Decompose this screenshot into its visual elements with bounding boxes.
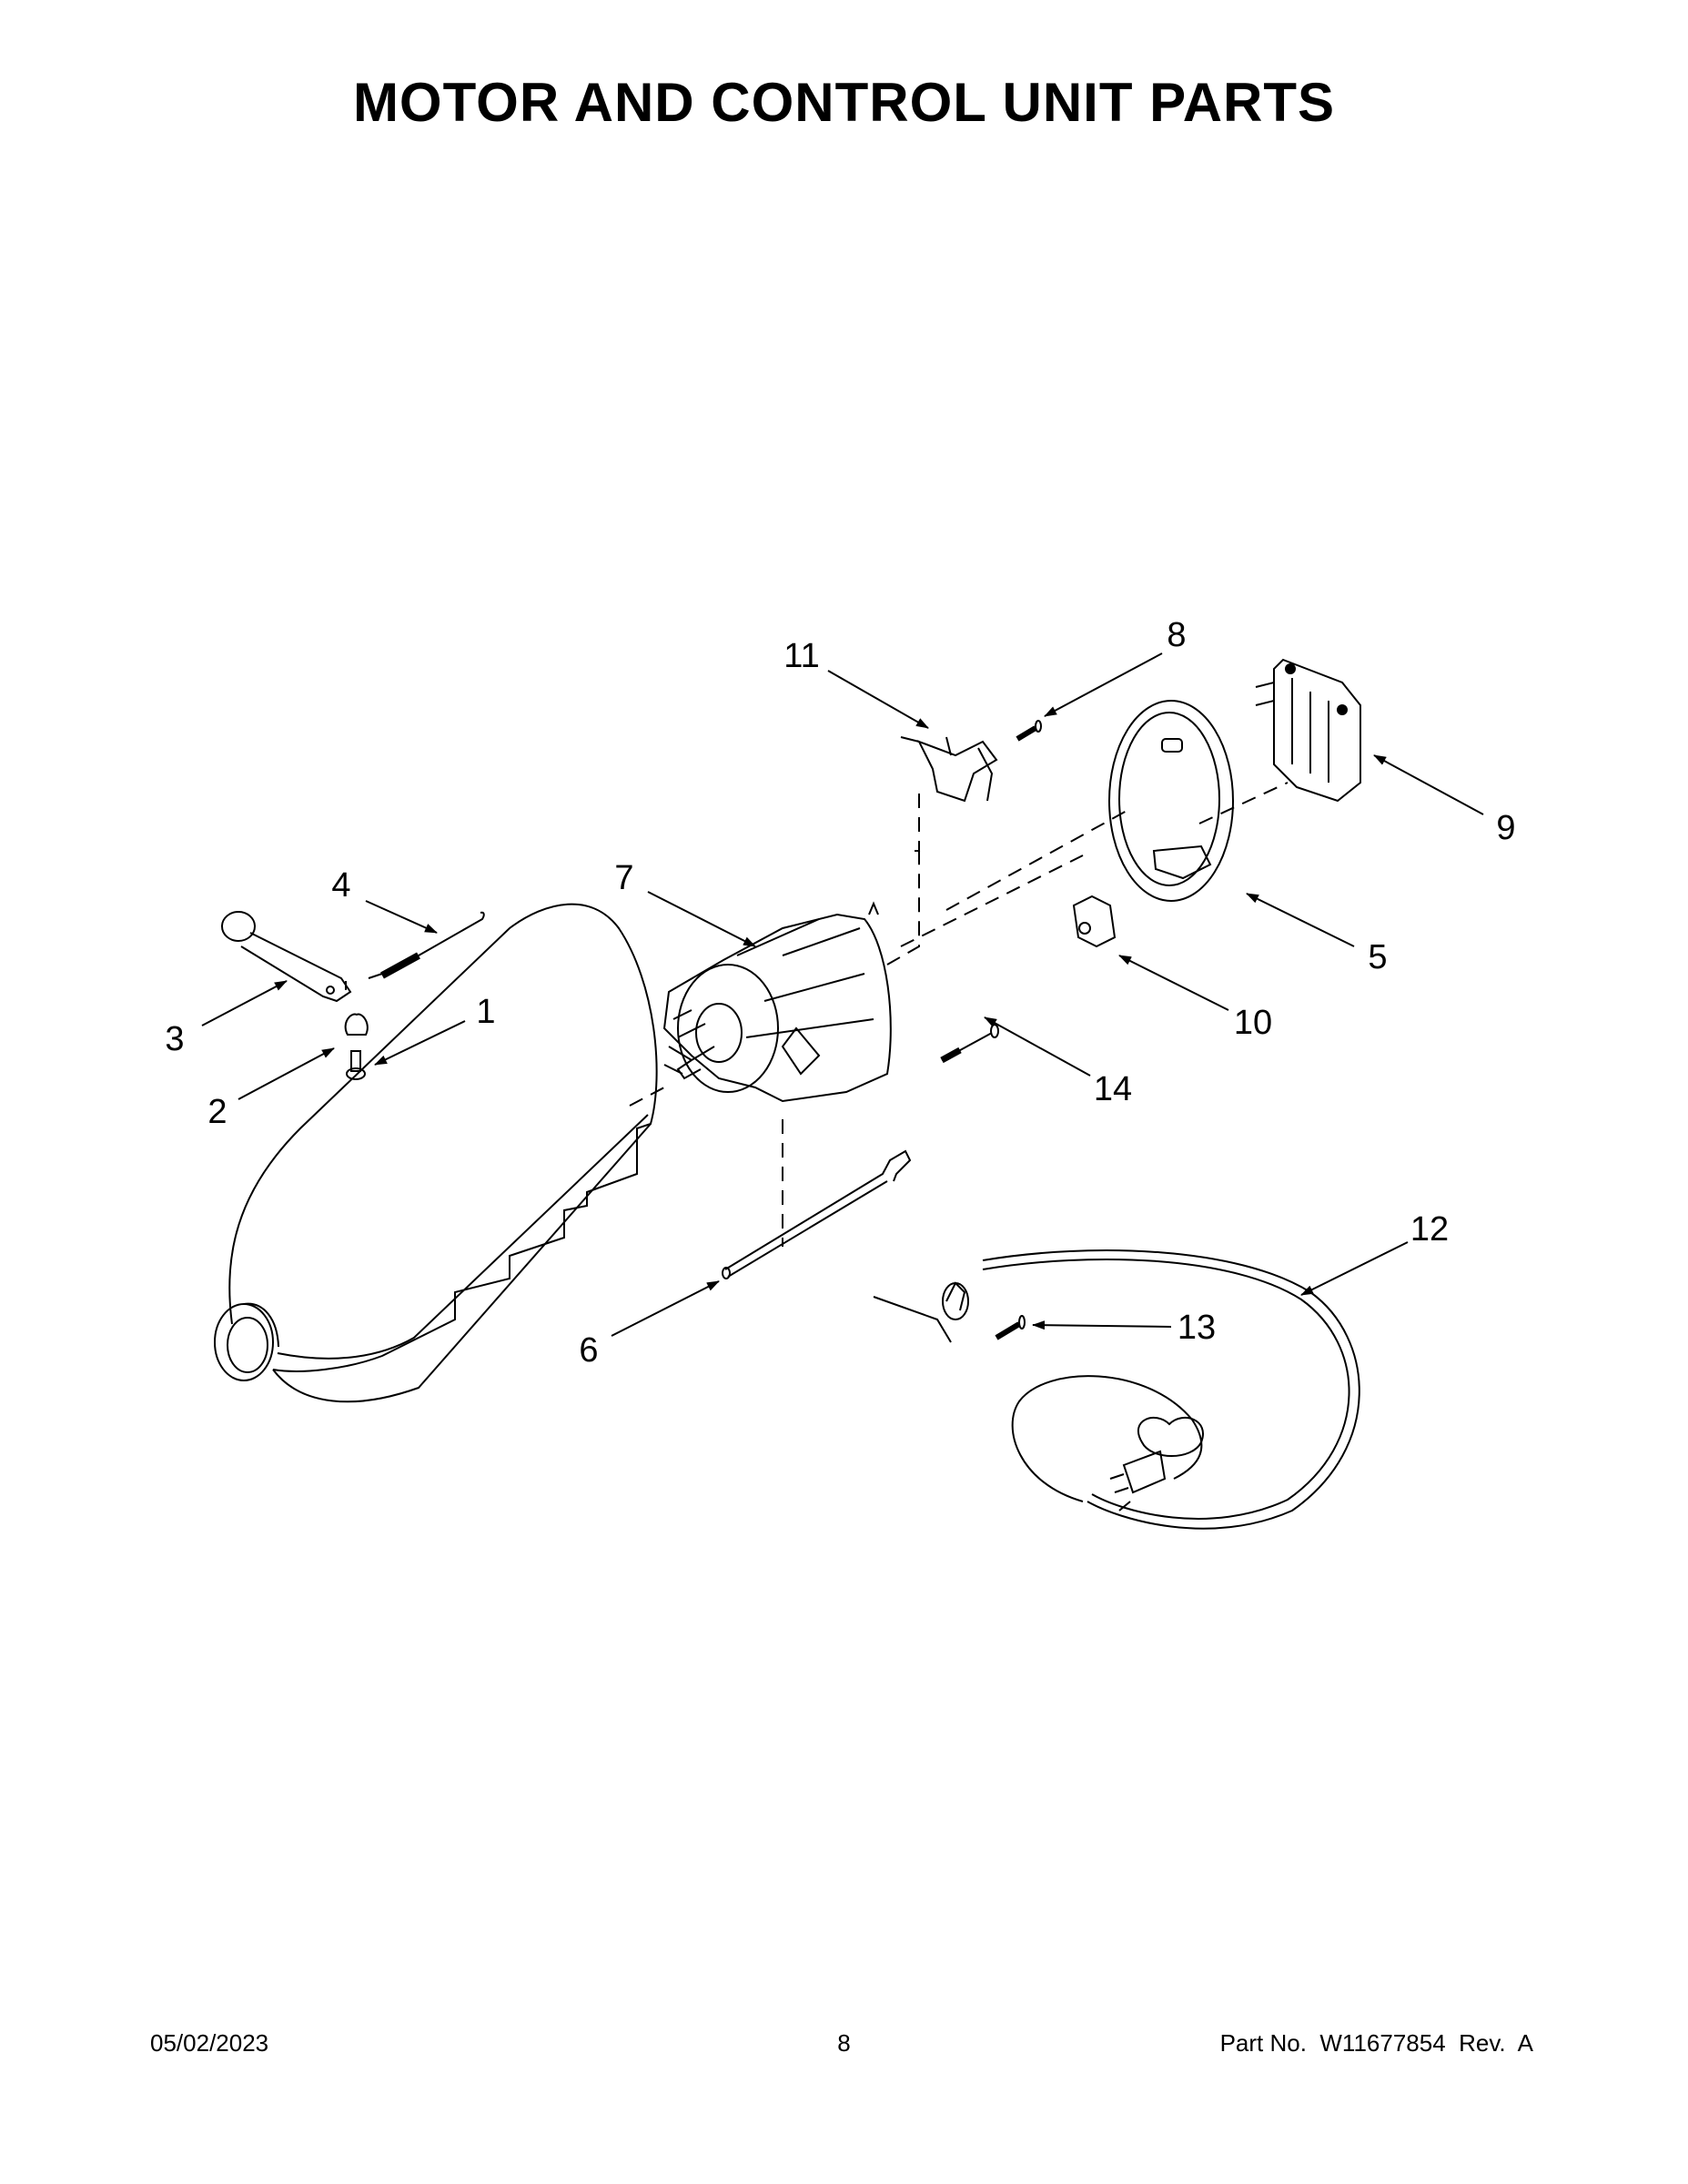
callout-4: 4 bbox=[331, 866, 351, 905]
callout-14: 14 bbox=[1093, 1070, 1133, 1108]
control-rod-drawing bbox=[722, 1149, 912, 1279]
footer-part-number: Part No. W11677854 Rev. A bbox=[1219, 2029, 1533, 2057]
footer-page-number: 8 bbox=[837, 2029, 851, 2057]
callout-7: 7 bbox=[614, 859, 634, 897]
screw-1-drawing bbox=[346, 1050, 366, 1080]
callout-9: 9 bbox=[1496, 809, 1516, 847]
callout-12: 12 bbox=[1410, 1210, 1450, 1249]
spring-drawing bbox=[368, 911, 485, 979]
callout-6: 6 bbox=[579, 1331, 599, 1370]
callout-3: 3 bbox=[165, 1020, 185, 1058]
assembly-lines bbox=[629, 782, 1289, 1247]
leader-arrows bbox=[201, 652, 1484, 1337]
screw-13-drawing bbox=[995, 1315, 1026, 1340]
callout-1: 1 bbox=[476, 993, 496, 1031]
callout-11: 11 bbox=[783, 637, 820, 675]
footer-date: 05/02/2023 bbox=[150, 2029, 269, 2057]
washer-drawing bbox=[344, 1013, 369, 1036]
long-screw-14-drawing bbox=[940, 1024, 999, 1064]
callout-5: 5 bbox=[1368, 938, 1388, 976]
callout-13: 13 bbox=[1177, 1309, 1217, 1347]
motor-drawing bbox=[662, 901, 892, 1103]
brush-holder-drawing bbox=[1072, 895, 1117, 948]
control-board-drawing bbox=[1255, 658, 1361, 803]
callout-10: 10 bbox=[1233, 1004, 1273, 1042]
page-title: MOTOR AND CONTROL UNIT PARTS bbox=[352, 72, 1336, 133]
callout-2: 2 bbox=[207, 1093, 227, 1131]
callout-8: 8 bbox=[1167, 616, 1187, 654]
wire-harness-bracket-drawing bbox=[900, 736, 998, 803]
housing-shell-drawing bbox=[214, 903, 658, 1403]
power-cord-drawing bbox=[873, 1249, 1360, 1530]
screw-8-drawing bbox=[1016, 720, 1042, 742]
ring-frame-drawing bbox=[1108, 700, 1234, 902]
speed-control-lever-drawing bbox=[221, 911, 352, 1003]
